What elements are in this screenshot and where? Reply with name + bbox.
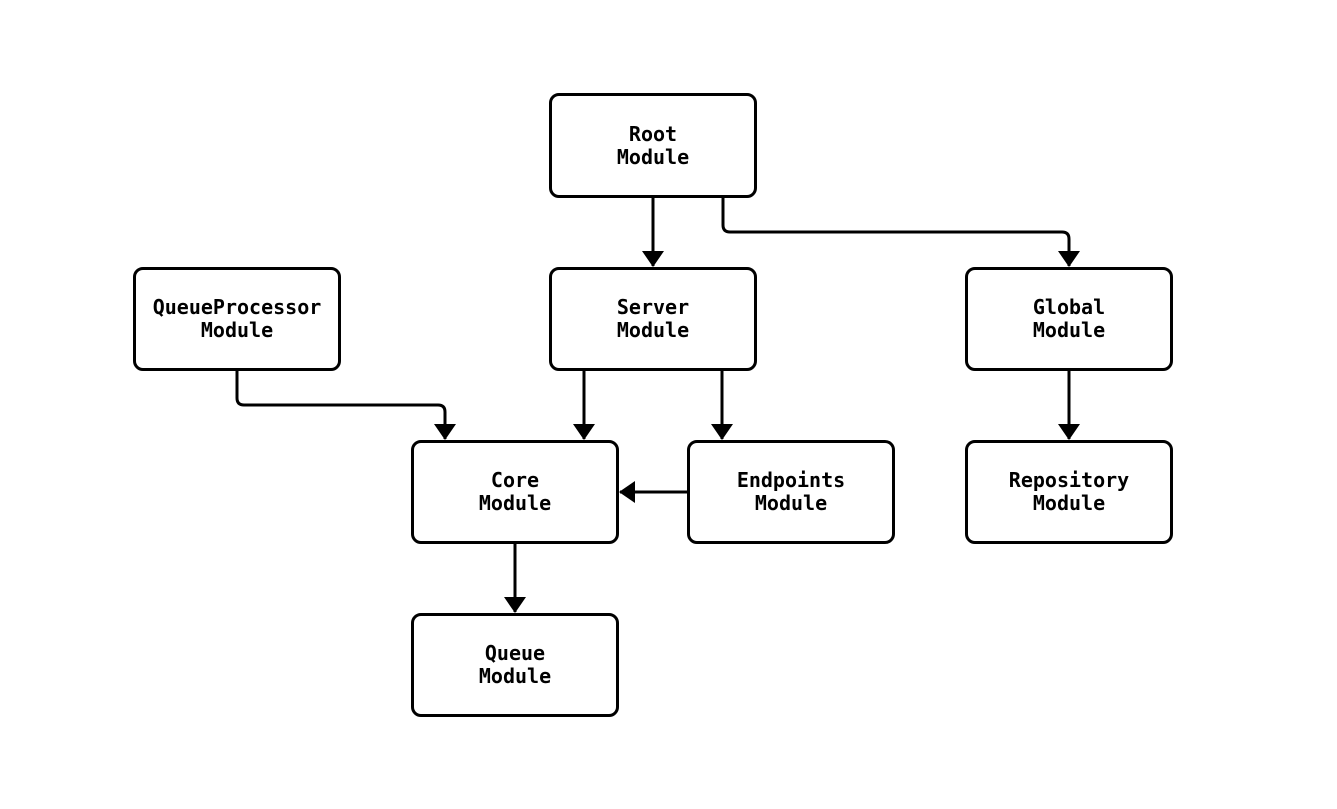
node-label: Module [478, 664, 552, 688]
node-global-module: Global Module [965, 267, 1173, 371]
node-label: Module [616, 318, 690, 342]
node-label: Global [1032, 295, 1106, 319]
edge-queueprocessor-to-core [235, 370, 456, 440]
node-server-module: Server Module [549, 267, 757, 371]
node-repository-module: Repository Module [965, 440, 1173, 544]
node-label: Module [478, 491, 552, 515]
node-label: Module [1032, 318, 1106, 342]
node-endpoints-module: Endpoints Module [687, 440, 895, 544]
node-label: Repository [1008, 468, 1130, 492]
node-label: QueueProcessor [152, 295, 322, 319]
node-label: Queue [484, 641, 546, 665]
node-label: Module [616, 144, 690, 169]
node-core-module: Core Module [411, 440, 619, 544]
node-label: Module [1032, 491, 1106, 515]
node-label: Server [616, 295, 690, 319]
node-label: Endpoints [736, 468, 846, 492]
edge-root-to-global [721, 197, 1080, 267]
node-label: Core [490, 468, 540, 492]
node-queue-module: Queue Module [411, 613, 619, 717]
node-label: Module [754, 491, 828, 515]
node-root-module: Root Module [549, 93, 757, 198]
node-queueprocessor-module: QueueProcessor Module [133, 267, 341, 371]
node-label: Root [628, 121, 678, 146]
node-label: Module [200, 318, 274, 342]
